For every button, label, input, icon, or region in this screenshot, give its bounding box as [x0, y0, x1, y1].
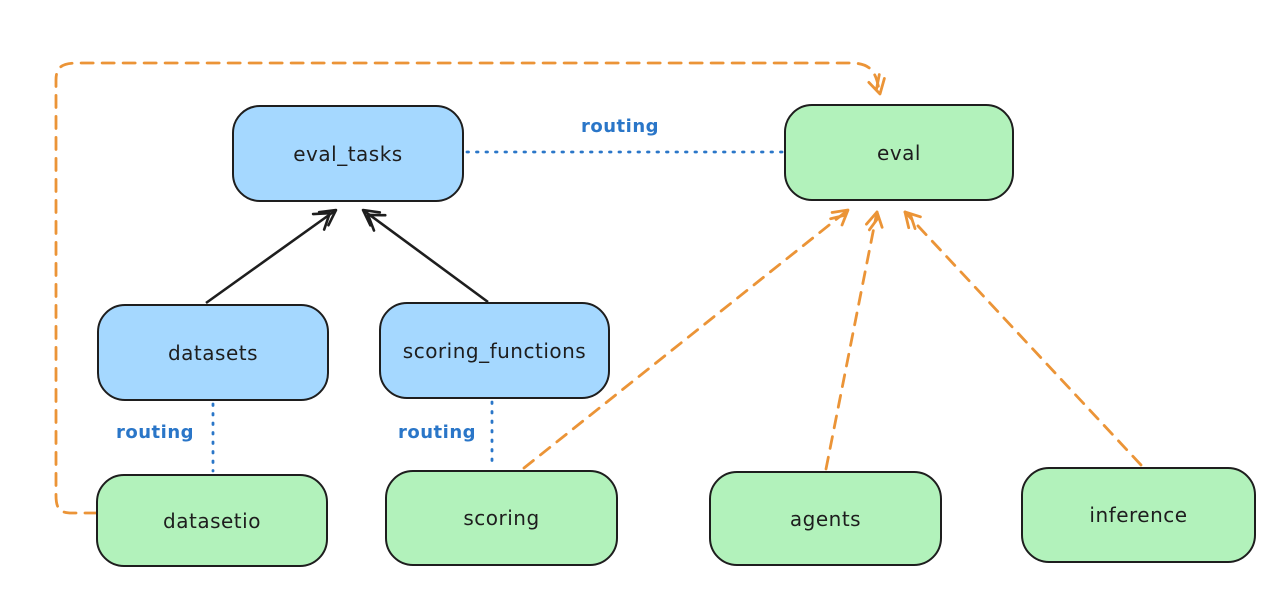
- arrow-inference-to-eval: [903, 210, 1143, 467]
- routing-label-scoring-functions-scoring: routing: [397, 422, 477, 443]
- arrow-agents-to-eval: [824, 210, 884, 471]
- arrow-datasetio-to-eval: [54, 61, 886, 515]
- arrow-scoring-functions-to-eval-tasks: [361, 208, 489, 304]
- routing-label-eval-tasks-eval: routing: [580, 116, 660, 137]
- node-scoring-functions-label: scoring_functions: [402, 338, 587, 363]
- node-agents: agents: [709, 471, 942, 566]
- node-scoring-label: scoring: [463, 506, 540, 530]
- node-datasetio: datasetio: [96, 474, 328, 567]
- node-datasetio-label: datasetio: [163, 508, 261, 533]
- node-datasets: datasets: [97, 304, 329, 401]
- node-inference: inference: [1021, 467, 1256, 563]
- node-eval-label: eval: [877, 140, 921, 165]
- node-inference-label: inference: [1089, 503, 1188, 527]
- arrow-datasets-to-eval-tasks: [205, 208, 338, 305]
- routing-label-datasets-datasetio: routing: [115, 422, 195, 443]
- node-scoring: scoring: [385, 470, 618, 566]
- node-agents-label: agents: [789, 506, 862, 531]
- node-eval: eval: [784, 104, 1014, 201]
- node-scoring-functions: scoring_functions: [379, 302, 610, 399]
- node-datasets-label: datasets: [167, 340, 259, 365]
- node-eval-tasks-label: eval_tasks: [293, 141, 403, 166]
- node-eval-tasks: eval_tasks: [232, 105, 464, 202]
